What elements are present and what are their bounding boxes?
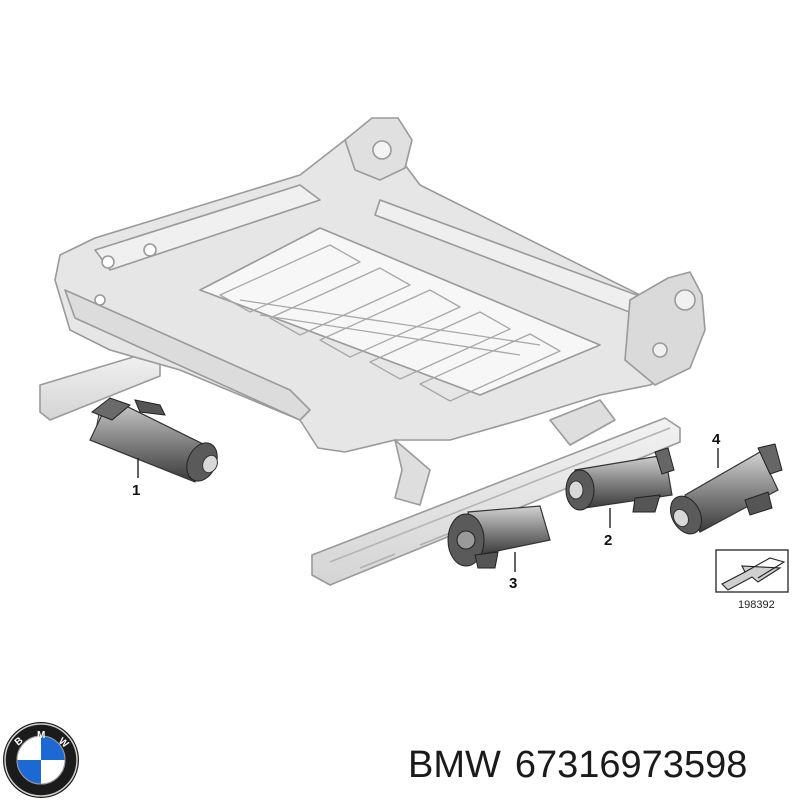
callout-label-3: 3 [509,575,517,592]
caption-brand: BMW [408,744,501,786]
callout-label-4: 4 [712,431,721,448]
reference-number: 198392 [738,599,775,611]
callout-label-2: 2 [604,532,612,549]
caption-part-number: 67316973598 [514,744,748,786]
part-caption: BMW 67316973598 [408,735,761,795]
bmw-logo-letter-m: M [37,730,45,741]
direction-arrow-icon [715,549,789,593]
callout-label-1: 1 [132,482,140,499]
motor-3 [447,505,551,569]
motor-1 [89,397,218,483]
seat-frame-illustration [39,117,706,586]
motor-2 [565,447,675,513]
motor-4 [669,443,783,535]
bmw-logo: B M W [3,722,79,798]
